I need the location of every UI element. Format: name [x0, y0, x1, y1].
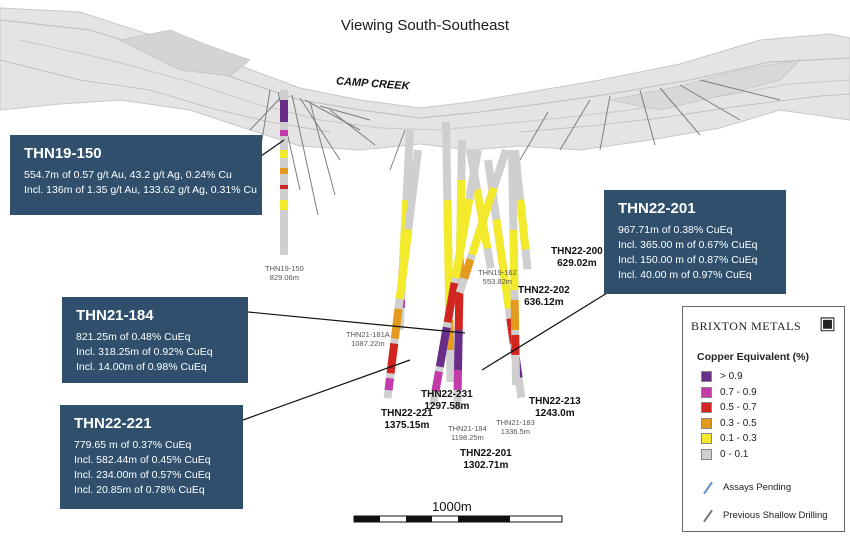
drill-hole-thn22-221	[383, 149, 422, 399]
brand-logo-text: BRIXTON METALS	[691, 319, 802, 333]
callout-line: 821.25m of 0.48% CuEq	[76, 331, 191, 343]
callout-thn21-184: THN21-184 821.25m of 0.48% CuEq Incl. 31…	[62, 297, 248, 383]
hole-depth: 629.02m	[557, 258, 597, 269]
legend-assays-pending: Assays Pending	[701, 481, 792, 494]
legend-swatch	[701, 371, 712, 383]
legend: BRIXTON METALS ▣ Copper Equivalent (%) >…	[682, 306, 845, 532]
hole-label-thn21-181a: THN21-181A 1087.22m	[346, 330, 390, 348]
callout-heading: THN21-184	[76, 307, 154, 324]
callout-line: Incl. 582.44m of 0.45% CuEq	[74, 454, 211, 466]
hole-name: THN21-184	[448, 424, 487, 433]
legend-items: > 0.9 0.7 - 0.9 0.5 - 0.7 0.3 - 0.5 0.1 …	[701, 369, 757, 462]
view-title: Viewing South-Southeast	[340, 17, 510, 34]
callout-line: Incl. 234.00m of 0.57% CuEq	[74, 469, 211, 481]
hole-label-thn22-201: THN22-201 1302.71m	[460, 448, 512, 472]
legend-swatch	[701, 417, 712, 429]
hole-depth: 1243.0m	[535, 408, 575, 419]
drill-holes	[280, 90, 532, 411]
legend-label: Assays Pending	[723, 482, 792, 493]
hole-name: THN22-213	[529, 396, 581, 407]
legend-swatch	[701, 386, 712, 398]
hole-name: THN21-181A	[346, 330, 390, 339]
callout-line: Incl. 20.85m of 0.78% CuEq	[74, 484, 205, 496]
legend-swatch	[701, 448, 712, 460]
callout-line: Incl. 40.00 m of 0.97% CuEq	[618, 269, 752, 281]
callout-heading: THN22-201	[618, 200, 696, 217]
legend-item: 0.5 - 0.7	[701, 400, 757, 416]
legend-previous-drilling: Previous Shallow Drilling	[701, 509, 828, 522]
hole-depth: 829.06m	[269, 273, 299, 282]
legend-title: Copper Equivalent (%)	[697, 351, 810, 363]
hole-label-thn19-162: THN19-162 553.82m	[478, 268, 517, 286]
callout-line: Incl. 136m of 1.35 g/t Au, 133.62 g/t Ag…	[24, 184, 257, 196]
drill-hole-thn22-201	[428, 149, 482, 407]
callout-heading: THN19-150	[24, 145, 102, 162]
assays-pending-swatch	[703, 481, 713, 494]
hole-name: THN22-231	[421, 389, 473, 400]
drill-hole-thn22-213	[508, 149, 521, 386]
callout-line: 967.71m of 0.38% CuEq	[618, 224, 733, 236]
legend-swatch	[701, 402, 712, 414]
hole-name: THN22-201	[460, 448, 512, 459]
callout-thn22-221: THN22-221 779.65 m of 0.37% CuEq Incl. 5…	[60, 405, 243, 509]
hole-label-thn21-184: THN21-184 1198.25m	[448, 424, 487, 442]
hole-depth: 636.12m	[524, 297, 564, 308]
callout-line: Incl. 14.00m of 0.98% CuEq	[76, 361, 207, 373]
hole-depth: 1297.58m	[424, 401, 470, 412]
callout-line: 779.65 m of 0.37% CuEq	[74, 439, 192, 451]
hole-depth: 553.82m	[482, 277, 512, 286]
hole-name: THN22-202	[518, 285, 570, 296]
previous-shallow-drilling	[249, 79, 781, 216]
hole-depth: 1336.5m	[500, 427, 530, 436]
hole-label-thn19-150: THN19-150 829.06m	[265, 264, 304, 282]
hole-label-thn22-213: THN22-213 1243.0m	[529, 396, 581, 420]
callout-heading: THN22-221	[74, 415, 152, 432]
legend-item: 0.1 - 0.3	[701, 431, 757, 447]
hole-depth: 1198.25m	[450, 433, 484, 442]
callout-line: Incl. 150.00 m of 0.87% CuEq	[618, 254, 758, 266]
hole-name: THN19-150	[265, 264, 304, 273]
hole-label-thn22-200: THN22-200 629.02m	[551, 246, 603, 270]
legend-label: 0.3 - 0.5	[720, 417, 757, 429]
terrain-surface	[0, 7, 850, 151]
scale-bar	[353, 515, 563, 523]
leader-lines	[242, 139, 613, 421]
hole-depth: 1375.15m	[384, 420, 430, 431]
callout-thn22-201: THN22-201 967.71m of 0.38% CuEq Incl. 36…	[604, 190, 786, 294]
previous-drilling-swatch	[703, 509, 713, 522]
legend-label: 0.7 - 0.9	[720, 386, 757, 398]
legend-label: 0.1 - 0.3	[720, 433, 757, 445]
legend-item: > 0.9	[701, 369, 757, 385]
callout-line: Incl. 365.00 m of 0.67% CuEq	[618, 239, 758, 251]
legend-item: 0 - 0.1	[701, 447, 757, 463]
legend-swatch	[701, 433, 712, 445]
hole-label-thn21-183: THN21-183 1336.5m	[496, 418, 535, 436]
callout-line: 554.7m of 0.57 g/t Au, 43.2 g/t Ag, 0.24…	[24, 169, 232, 181]
callout-thn19-150: THN19-150 554.7m of 0.57 g/t Au, 43.2 g/…	[10, 135, 262, 215]
hole-label-thn22-202: THN22-202 636.12m	[518, 285, 570, 309]
legend-label: > 0.9	[720, 371, 743, 383]
hole-name: THN22-200	[551, 246, 603, 257]
hole-label-thn22-221: THN22-221 1375.15m	[381, 408, 433, 432]
legend-item: 0.3 - 0.5	[701, 416, 757, 432]
hole-depth: 1087.22m	[351, 339, 385, 348]
hole-name: THN19-162	[478, 268, 517, 277]
hole-label-thn22-231: THN22-231 1297.58m	[421, 389, 473, 413]
callout-line: Incl. 318.25m of 0.92% CuEq	[76, 346, 213, 358]
drill-hole-thn22-202	[455, 148, 510, 294]
legend-label: 0 - 0.1	[720, 448, 749, 460]
hole-depth: 1302.71m	[463, 460, 509, 471]
scale-label: 1000m	[432, 499, 472, 514]
hole-name: THN22-221	[381, 408, 433, 419]
legend-label: 0.5 - 0.7	[720, 402, 757, 414]
legend-item: 0.7 - 0.9	[701, 385, 757, 401]
bison-logo-icon: ▣	[818, 313, 836, 333]
drill-hole-thn19-150	[280, 90, 288, 255]
hole-name: THN21-183	[496, 418, 535, 427]
legend-label: Previous Shallow Drilling	[723, 510, 828, 521]
